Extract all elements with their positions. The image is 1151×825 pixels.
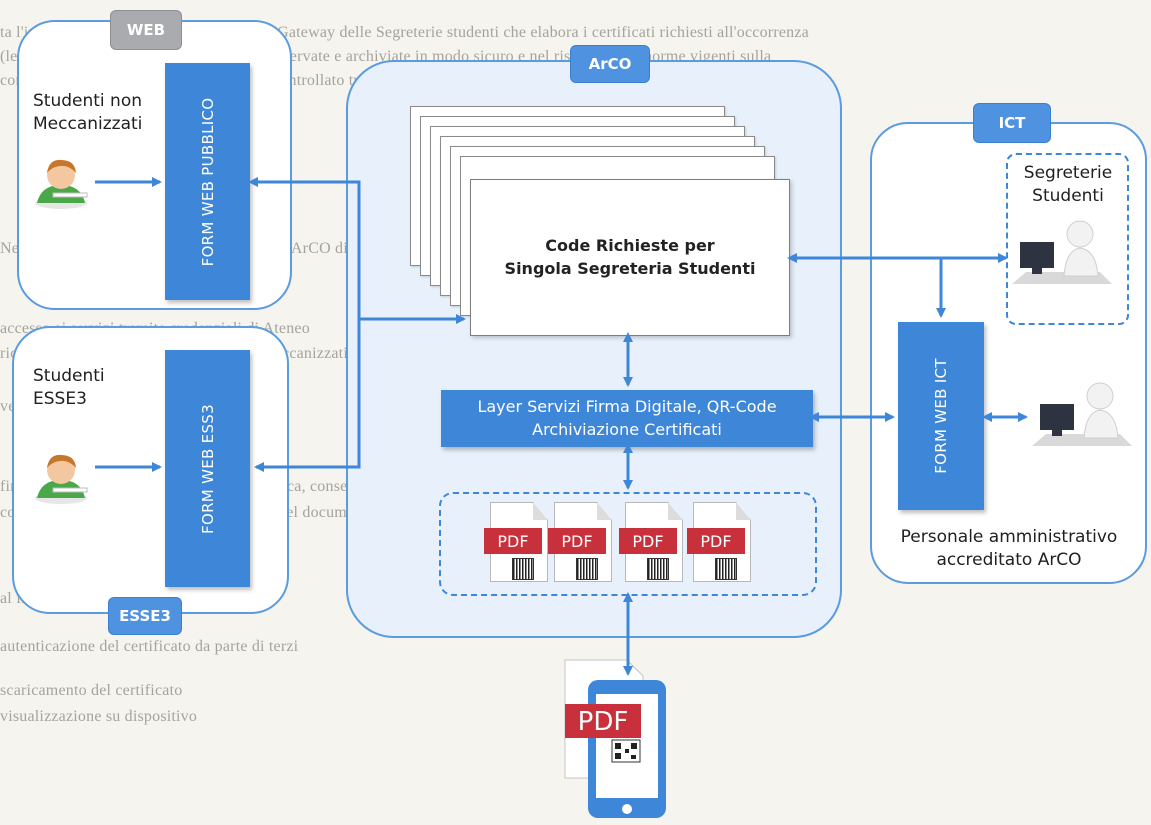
qr-code-icon	[512, 558, 534, 580]
student-writing-icon	[35, 159, 88, 209]
layer-servizi-box: Layer Servizi Firma Digitale, QR-Code Ar…	[441, 390, 813, 447]
arco-tag: ArCO	[570, 45, 650, 83]
web-tag: WEB	[110, 10, 182, 50]
smartphone-icon	[588, 680, 666, 818]
user-computer-icon	[1032, 382, 1132, 446]
phone-pdf-band	[565, 704, 641, 738]
pdf-label: PDF	[619, 528, 677, 554]
studenti-non-meccanizzati-label: Studenti non Meccanizzati	[33, 91, 143, 134]
pdf-document-icon: PDF	[484, 502, 548, 582]
qr-code-icon	[647, 558, 669, 580]
studenti-esse3-label: Studenti ESSE3	[33, 366, 105, 409]
pdf-label: PDF	[548, 528, 606, 554]
segreterie-studenti-area	[1006, 153, 1129, 325]
student-writing-icon	[35, 454, 88, 504]
queue-line-2: Singola Segreteria Studenti	[504, 258, 756, 278]
pdf-label: PDF	[687, 528, 745, 554]
qr-code-icon	[576, 558, 598, 580]
pdf-label: PDF	[484, 528, 542, 554]
personale-label: Personale amministrativo accreditato ArC…	[900, 527, 1118, 570]
pdf-document-icon: PDF	[619, 502, 683, 582]
layer-line-2: Archiviazione Certificati	[532, 419, 722, 439]
form-web-pubblico[interactable]: FORM WEB PUBBLICO	[165, 63, 250, 300]
ict-tag: ICT	[973, 103, 1051, 143]
pdf-document-icon: PDF	[687, 502, 751, 582]
connectors	[95, 177, 1028, 676]
pdf-document-icon: PDF	[548, 502, 612, 582]
form-web-esse3[interactable]: FORM WEB ESS3	[165, 350, 250, 587]
segreterie-studenti-label: Segreterie Studenti	[1023, 163, 1113, 206]
queue-line-1: Code Richieste per	[545, 236, 715, 256]
phone-pdf-label: PDF	[578, 707, 629, 737]
layer-line-1: Layer Servizi Firma Digitale, QR-Code	[477, 397, 777, 417]
user-computer-icon	[1012, 220, 1112, 284]
qr-code-icon	[715, 558, 737, 580]
esse3-tag: ESSE3	[108, 597, 182, 635]
form-web-ict[interactable]: FORM WEB ICT	[898, 322, 984, 510]
